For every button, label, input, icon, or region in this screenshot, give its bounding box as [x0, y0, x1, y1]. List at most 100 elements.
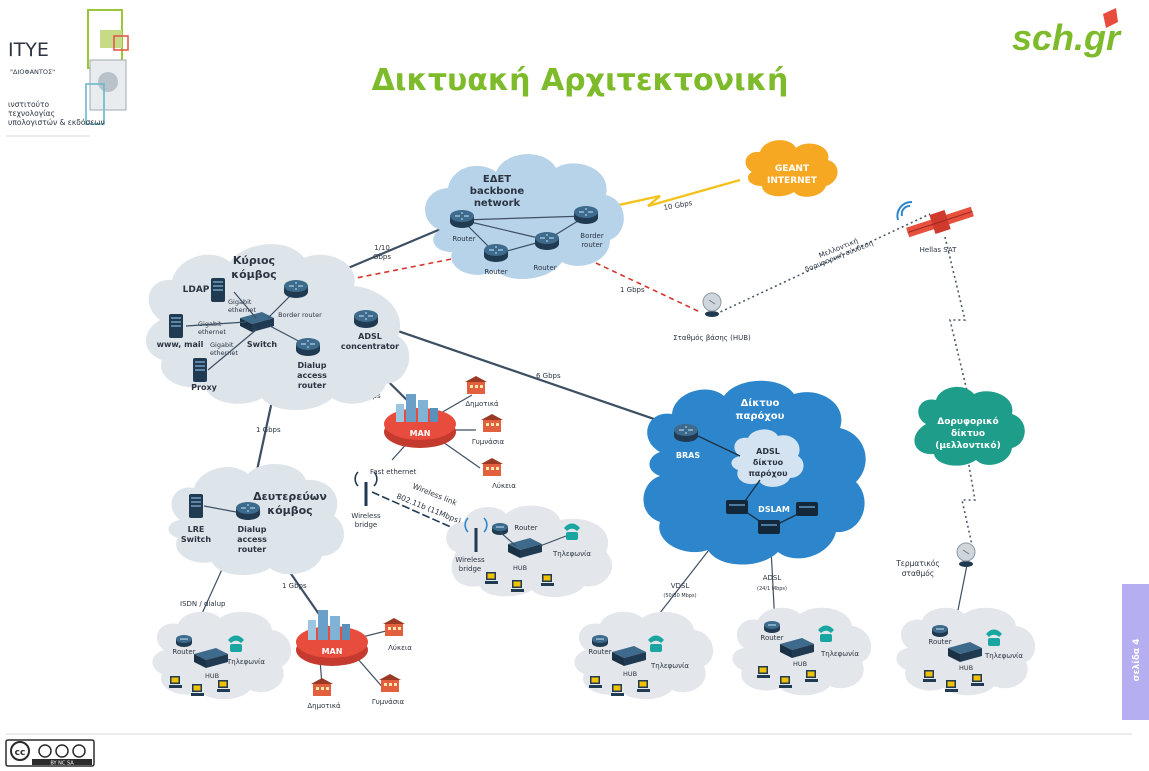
secondary-dialup-1: Dialup [238, 525, 267, 534]
man1-school-lykeia [481, 458, 503, 476]
logo-itye-subname: "ΔΙΟΦΑΝΤΟΣ" [10, 68, 55, 76]
main-dialup-label-2: access [297, 371, 327, 380]
sat-net-line1: Δορυφορικό [937, 416, 998, 427]
backbone-router-label-1: Router [452, 235, 475, 243]
man2-school-demotika [311, 678, 333, 696]
school-net-4-phone-label: Τηλεφωνία [984, 652, 1023, 660]
hub-station-label: Σταθμός βάσης (HUB) [673, 334, 751, 342]
gigabit2-line2: ethernet [198, 328, 226, 336]
fast-ethernet-label: Fast ethernet [370, 468, 417, 476]
backbone-title3: network [474, 198, 521, 209]
gigabit1-line2: ethernet [228, 306, 256, 314]
man2-lykeia-label: Λύκεια [388, 644, 412, 652]
dslam-label: DSLAM [758, 505, 790, 514]
backbone-router-label-2: Router [484, 268, 507, 276]
wireless-bridge-icon-1 [354, 471, 378, 506]
hellas-sat-label: Hellas SAT [920, 246, 957, 254]
link-sat-terminal [961, 459, 976, 546]
school-net-3-router-icon [763, 620, 781, 634]
wireless-hub-label: HUB [513, 564, 527, 572]
man2-school-lykeia [383, 618, 405, 636]
adsl-concentrator-icon [353, 309, 379, 329]
main-switch-label: Switch [247, 340, 277, 349]
sch-logo: sch.gr [1012, 8, 1122, 58]
link-sat-net [944, 236, 969, 396]
terminal-label-2: σταθμός [902, 569, 935, 578]
backbone-router-1 [449, 209, 475, 229]
link-provider [365, 318, 687, 432]
lre-switch-icon [189, 494, 203, 518]
backbone-title1: ΕΔΕΤ [483, 174, 511, 185]
bras-label: BRAS [676, 451, 700, 460]
man1-school-demotika [465, 376, 487, 394]
school-net-3-phone-label: Τηλεφωνία [820, 650, 859, 658]
sat-net-line2: δίκτυο [951, 428, 985, 439]
hub-station-dish-icon [702, 292, 722, 318]
man1-lykeia-label: Λύκεια [492, 482, 516, 490]
secondary-dialup-2: access [237, 535, 267, 544]
adsl-label: ADSL [763, 574, 782, 582]
www-server-icon [169, 314, 183, 338]
logo-itye-name: ΙΤΥΕ [8, 39, 49, 61]
school-net-2-hub-label: HUB [623, 670, 637, 678]
link-future-sat [715, 213, 931, 315]
school-net-4-router-label: Router [928, 638, 951, 646]
wireless-bridge-1-label-a: Wireless [351, 512, 381, 520]
geant-line1: GEANT [775, 164, 810, 174]
provider-cloud [643, 380, 866, 565]
school-net-4-hub-label: HUB [959, 664, 973, 672]
dslam-icon-1 [726, 500, 748, 514]
backbone-border-label-1: Border [580, 232, 604, 240]
logo-itye-line3: υπολογιστών & εκδόσεων [8, 118, 105, 127]
school-net-1-router-icon [175, 634, 193, 648]
man2-speed-label: 1 Gbps [282, 582, 307, 590]
page-title: Δικτυακή Αρχιτεκτονική [372, 63, 789, 98]
wireless-bridge-2-label-a: Wireless [455, 556, 485, 564]
page-number-tab: σελίδα 4 [1122, 584, 1149, 720]
school-net-3-hub-label: HUB [793, 660, 807, 668]
main-backbone-speed-2: Gbps [373, 253, 391, 261]
wireless-router-icon [491, 522, 509, 536]
satellite-network-cloud [914, 386, 1025, 466]
provider-inner-2: δίκτυο [753, 457, 784, 467]
ldap-label: LDAP [183, 285, 210, 295]
link-geant [581, 178, 741, 215]
school-net-2: Router Τηλεφωνία HUB [574, 611, 714, 700]
man2-gymnasia-label: Γυμνάσια [372, 698, 405, 706]
man2-demotika-label: Δημοτικά [307, 702, 341, 710]
geant-line2: INTERNET [767, 176, 818, 186]
school-net-2-phone-label: Τηλεφωνία [650, 662, 689, 670]
backbone-router-3 [534, 231, 560, 251]
wireless-bridge-1-label-b: bridge [355, 521, 377, 529]
terminal-label-1: Τερματικός [895, 559, 940, 568]
www-mail-label: www, mail [157, 340, 204, 349]
man1-school-gymnasia [481, 414, 503, 432]
vdsl-rate-label: (50/30 Mbps) [663, 593, 696, 599]
bras-router-icon [673, 423, 699, 443]
cc-nc-icon [55, 744, 69, 758]
man2-school-gymnasia [379, 674, 401, 692]
gigabit1-line1: Gigabit [228, 298, 252, 306]
hub-speed-label: 1 Gbps [620, 286, 645, 294]
man2-label: MAN [322, 647, 343, 656]
school-net-4-router-icon [931, 624, 949, 638]
link-wireless [371, 491, 481, 541]
man1-group: MAN [384, 394, 456, 448]
provider-title2: παρόχου [736, 410, 785, 422]
geant-cloud: GEANT INTERNET [745, 140, 838, 197]
main-node-title2: κόμβος [231, 268, 276, 281]
wireless-router-label: Router [514, 524, 537, 532]
backbone-router-label-3: Router [533, 264, 556, 272]
proxy-server-icon [193, 358, 207, 382]
sat-net-line3: (μελλοντικό) [935, 440, 1000, 451]
backbone-router-2 [483, 243, 509, 263]
man2-group: MAN [296, 610, 368, 666]
cc-license-badge: cc BY NC SA [5, 739, 95, 767]
secondary-node-cloud [168, 463, 344, 576]
backbone-title2: backbone [470, 186, 525, 197]
secondary-speed-label: 1 Gbps [256, 426, 281, 434]
terminal-station-dish-icon [956, 542, 976, 568]
cc-by-icon [38, 744, 52, 758]
gigabit3-line1: Gigabit [210, 341, 234, 349]
school-net-1-router-label: Router [172, 648, 195, 656]
